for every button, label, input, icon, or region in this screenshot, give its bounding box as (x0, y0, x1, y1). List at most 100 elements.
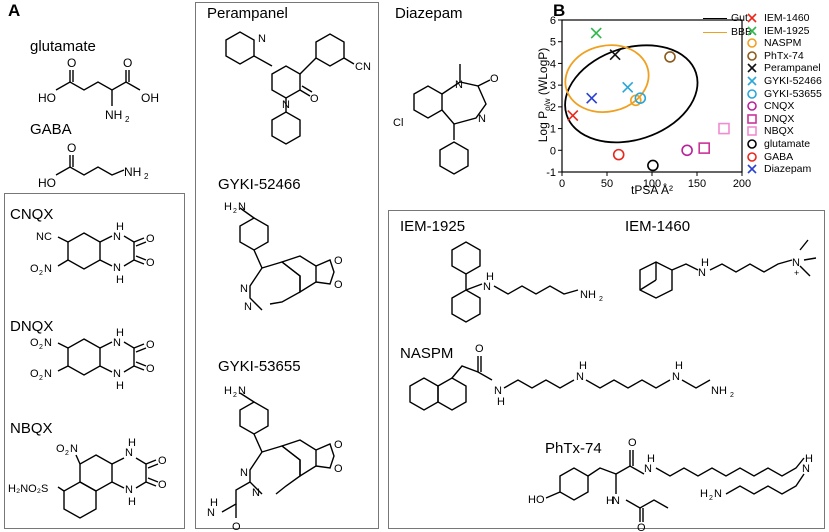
gaba-name: GABA (30, 121, 72, 138)
y-axis-label: Log Po/w (WLogP) (536, 48, 552, 143)
legend-marker-shape (747, 164, 757, 174)
legend-item-iem-1925: IEM-1925 (746, 25, 810, 37)
legend-marker-shape (747, 88, 757, 99)
legend-marker-shape (747, 50, 757, 61)
svg-text:2: 2 (730, 392, 734, 399)
svg-text:H: H (210, 497, 218, 509)
point-nbqx (718, 122, 730, 135)
svg-text:O: O (334, 255, 343, 267)
legend-item-gyki-53655: GYKI-53655 (746, 88, 822, 100)
svg-text:N: N (70, 443, 78, 455)
svg-text:NH: NH (124, 165, 141, 179)
legend-marker-diazepam (747, 164, 757, 174)
glutamate-name: glutamate (30, 38, 96, 55)
svg-text:N: N (240, 467, 248, 479)
svg-text:H: H (701, 257, 709, 269)
svg-text:N: N (113, 337, 121, 349)
svg-text:O: O (30, 263, 39, 275)
svg-text:H: H (675, 360, 683, 372)
svg-text:N: N (44, 263, 52, 275)
svg-text:N: N (258, 33, 266, 45)
atom-nh2-sub: 2 (125, 115, 130, 124)
svg-text:2: 2 (144, 172, 149, 181)
legend-marker-shape (747, 63, 757, 73)
quinoxaline-box (4, 193, 185, 529)
svg-text:O: O (637, 522, 646, 532)
svg-text:O: O (158, 455, 167, 467)
y-tick-label: 3 (550, 80, 556, 92)
legend-item-diazepam: Diazepam (746, 163, 811, 175)
svg-text:N: N (113, 262, 121, 274)
x-tick-label: 150 (688, 178, 706, 190)
legend-label-glutamate: glutamate (764, 138, 811, 150)
svg-text:O: O (30, 368, 39, 380)
point-cnqx (681, 144, 693, 157)
svg-text:+: + (794, 268, 799, 278)
x-tick-label: 100 (643, 178, 661, 190)
nbqx-name: NBQX (10, 420, 53, 437)
legend-label-naspm: NASPM (764, 37, 802, 50)
legend-label-cnqx: CNQX (764, 100, 795, 113)
legend-marker-dnqx (747, 113, 757, 124)
legend-marker-naspm (747, 38, 757, 48)
svg-text:O: O (232, 521, 241, 532)
gut-line-swatch (703, 17, 727, 19)
atom-o: O (67, 56, 76, 70)
legend-marker-shape (747, 151, 757, 162)
legend-item-nbqx: NBQX (746, 125, 794, 137)
svg-text:N: N (494, 385, 502, 397)
legend-marker-perampanel (747, 63, 757, 73)
svg-text:2: 2 (39, 375, 43, 382)
legend-marker-shape (747, 38, 757, 48)
legend-marker-shape (747, 101, 757, 111)
point-perampanel (609, 49, 621, 61)
x-tick-label: 200 (733, 178, 751, 190)
svg-text:N: N (113, 368, 121, 380)
svg-text:N: N (238, 201, 246, 213)
svg-text:N: N (698, 267, 706, 279)
legend-label-gaba: GABA (764, 150, 794, 163)
y-tick-label: 5 (550, 37, 556, 49)
gyki52466-name: GYKI-52466 (218, 176, 301, 193)
legend-marker-gaba (747, 151, 757, 162)
svg-text:H₂NO₂S: H₂NO₂S (8, 483, 48, 495)
svg-text:O: O (310, 93, 319, 105)
legend-item-iem-1460: IEM-1460 (746, 12, 810, 24)
legend-marker-shape (747, 13, 757, 23)
ellipse-legend: Gut BBB (703, 12, 773, 42)
legend-marker-iem-1460 (747, 13, 757, 23)
svg-text:H: H (116, 380, 124, 392)
svg-text:Cl: Cl (393, 117, 403, 129)
svg-text:2: 2 (599, 296, 603, 303)
svg-text:N: N (455, 79, 463, 91)
svg-text:H: H (606, 495, 614, 507)
legend-label-perampanel: Perampanel (764, 62, 821, 75)
svg-text:N: N (792, 257, 800, 269)
svg-text:N: N (238, 385, 246, 397)
perampanel-name: Perampanel (207, 5, 288, 22)
svg-text:O: O (475, 343, 484, 355)
svg-text:O: O (67, 141, 76, 155)
svg-text:2: 2 (233, 392, 237, 399)
svg-text:O: O (146, 339, 155, 351)
svg-text:H: H (647, 453, 655, 465)
point-phtx-74 (664, 51, 676, 63)
diazepam-structure: N O N Cl (393, 64, 499, 175)
perampanel-structure: N O N CN (225, 31, 371, 145)
svg-text:O: O (30, 337, 39, 349)
legend-item-cnqx: CNQX (746, 100, 794, 112)
svg-text:O: O (490, 73, 499, 85)
legend-marker-gyki-53655 (747, 88, 757, 99)
point-gyki-52466 (622, 81, 634, 93)
svg-text:HO: HO (38, 176, 56, 190)
legend-label-dnqx: DNQX (764, 112, 795, 125)
svg-text:N: N (576, 371, 584, 383)
svg-text:2: 2 (709, 495, 713, 502)
svg-text:H: H (497, 396, 505, 408)
y-tick-label: 2 (550, 102, 556, 114)
svg-text:2: 2 (233, 208, 237, 215)
